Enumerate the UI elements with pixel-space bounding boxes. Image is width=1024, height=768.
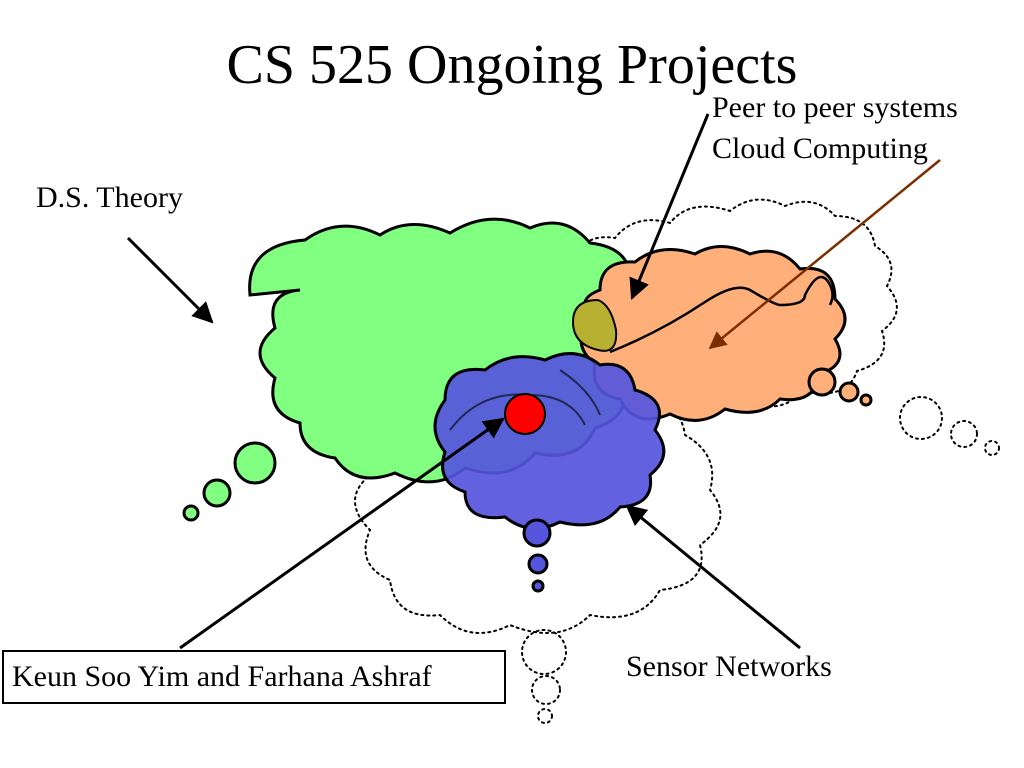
p2p-arrow: [629, 113, 710, 300]
sensor-networks-cloud: [433, 352, 666, 530]
authors-box: Keun Soo Yim and Farhana Ashraf: [2, 650, 506, 704]
slide-title: CS 525 Ongoing Projects: [226, 34, 798, 96]
sensor-networks-arrow: [625, 504, 801, 650]
overlap-region: [571, 298, 618, 352]
sensor-thought-bubbles: [522, 518, 552, 593]
cloud-computing-arrow: [708, 159, 941, 350]
p2p-thought-bubbles: [807, 367, 873, 407]
cloud-computing-wave: [609, 275, 834, 354]
authors-text: Keun Soo Yim and Farhana Ashraf: [12, 660, 432, 693]
dotted-thought-bubbles-right: [899, 396, 1000, 456]
ds-theory-label: D.S. Theory: [36, 181, 183, 214]
intersection-dot: [504, 393, 546, 435]
cloud-computing-label: Cloud Computing: [712, 132, 928, 165]
p2p-label: Peer to peer systems: [712, 91, 958, 124]
ds-theory-arrow: [126, 236, 214, 324]
dotted-cloud-bottom: [354, 364, 722, 634]
dotted-thought-bubbles-bottom: [521, 629, 567, 724]
authors-arrow: [179, 417, 505, 650]
sensor-networks-label: Sensor Networks: [626, 650, 832, 683]
ds-theory-thought-bubbles: [182, 441, 277, 522]
